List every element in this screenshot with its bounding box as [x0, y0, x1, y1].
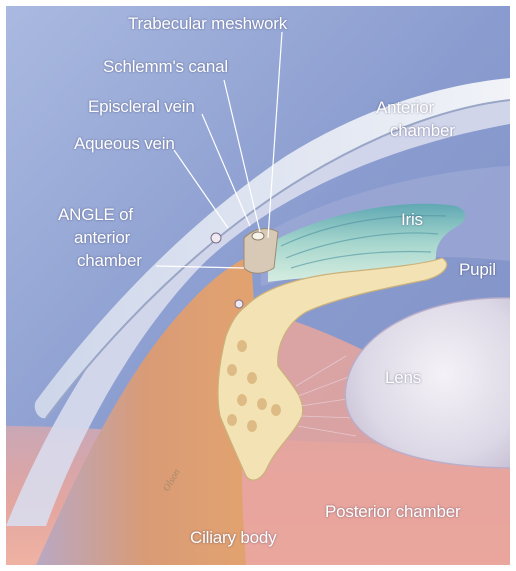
label-lens: Lens [385, 368, 421, 387]
label-angle-line1: ANGLE of [58, 205, 133, 224]
label-iris: Iris [401, 210, 423, 229]
eye-anatomy-illustration: Olson Trabecular meshwork Schlemm's cana… [6, 6, 510, 565]
schlemms-canal [252, 232, 264, 240]
label-pupil: Pupil [459, 260, 496, 279]
label-aqueous-vein: Aqueous vein [74, 134, 175, 153]
vessel-circle [235, 300, 243, 308]
label-anterior-chamber-line2: chamber [390, 121, 455, 140]
label-episcleral-vein: Episcleral vein [88, 97, 195, 116]
eye-angle-diagram: Olson [6, 6, 510, 565]
label-ciliary-body: Ciliary body [190, 528, 276, 547]
label-posterior-chamber: Posterior chamber [325, 502, 461, 521]
label-anterior-chamber-line1: Anterior [376, 98, 434, 117]
label-angle-line3: chamber [77, 251, 142, 270]
aqueous-vein-vessel [211, 233, 221, 243]
label-schlemms-canal: Schlemm's canal [103, 57, 228, 76]
label-trabecular-meshwork: Trabecular meshwork [128, 14, 287, 33]
label-angle-line2: anterior [74, 228, 130, 247]
